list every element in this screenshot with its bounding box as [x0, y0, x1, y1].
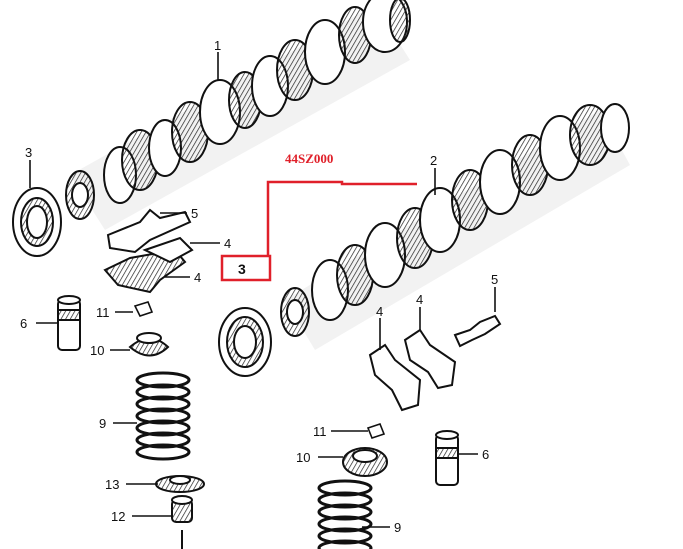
part-label-4-a: 4 [224, 236, 231, 251]
part-label-6-left: 6 [20, 316, 27, 331]
retainer-left [128, 332, 170, 357]
leader-lines [29, 52, 496, 528]
highlight-leader-line [266, 180, 417, 255]
part-label-13: 13 [105, 477, 119, 492]
part-label-2: 2 [430, 153, 437, 168]
spring-seat-left [155, 475, 205, 493]
diagram-code-label: 44SZ000 [285, 151, 333, 166]
part-label-4-c: 4 [376, 304, 383, 319]
valve-seal-left [171, 495, 193, 523]
part-label-3-left: 3 [25, 145, 32, 160]
part-label-10-left: 10 [90, 343, 104, 358]
part-label-4-b: 4 [194, 270, 201, 285]
part-label-10-right: 10 [296, 450, 310, 465]
part-label-11-right: 11 [313, 424, 327, 439]
lifter-left [57, 295, 81, 351]
lifter-right [435, 430, 459, 486]
part-label-9-left: 9 [99, 416, 106, 431]
oil-seal-left [12, 187, 62, 257]
highlight-annotation [220, 180, 417, 282]
spring-left [135, 371, 191, 461]
camshaft-2 [280, 103, 630, 350]
keeper-right [366, 423, 386, 439]
part-label-6-right: 6 [482, 447, 489, 462]
retainer-right [342, 447, 388, 477]
highlight-box [220, 254, 272, 282]
part-label-4-d: 4 [416, 292, 423, 307]
part-label-5-left: 5 [191, 206, 198, 221]
part-label-5-right: 5 [491, 272, 498, 287]
part-label-9-right: 9 [394, 520, 401, 535]
camshaft-1 [65, 0, 411, 230]
part-label-1: 1 [214, 38, 221, 53]
keeper-left [133, 301, 154, 317]
bracket-cluster-right [368, 314, 502, 412]
part-label-12: 12 [111, 509, 125, 524]
spring-right [317, 479, 373, 549]
part-label-3-highlight: 3 [238, 261, 246, 277]
oil-seal-right [218, 307, 272, 377]
part-label-11-left: 11 [96, 305, 110, 320]
bracket-cluster-left [103, 208, 194, 294]
